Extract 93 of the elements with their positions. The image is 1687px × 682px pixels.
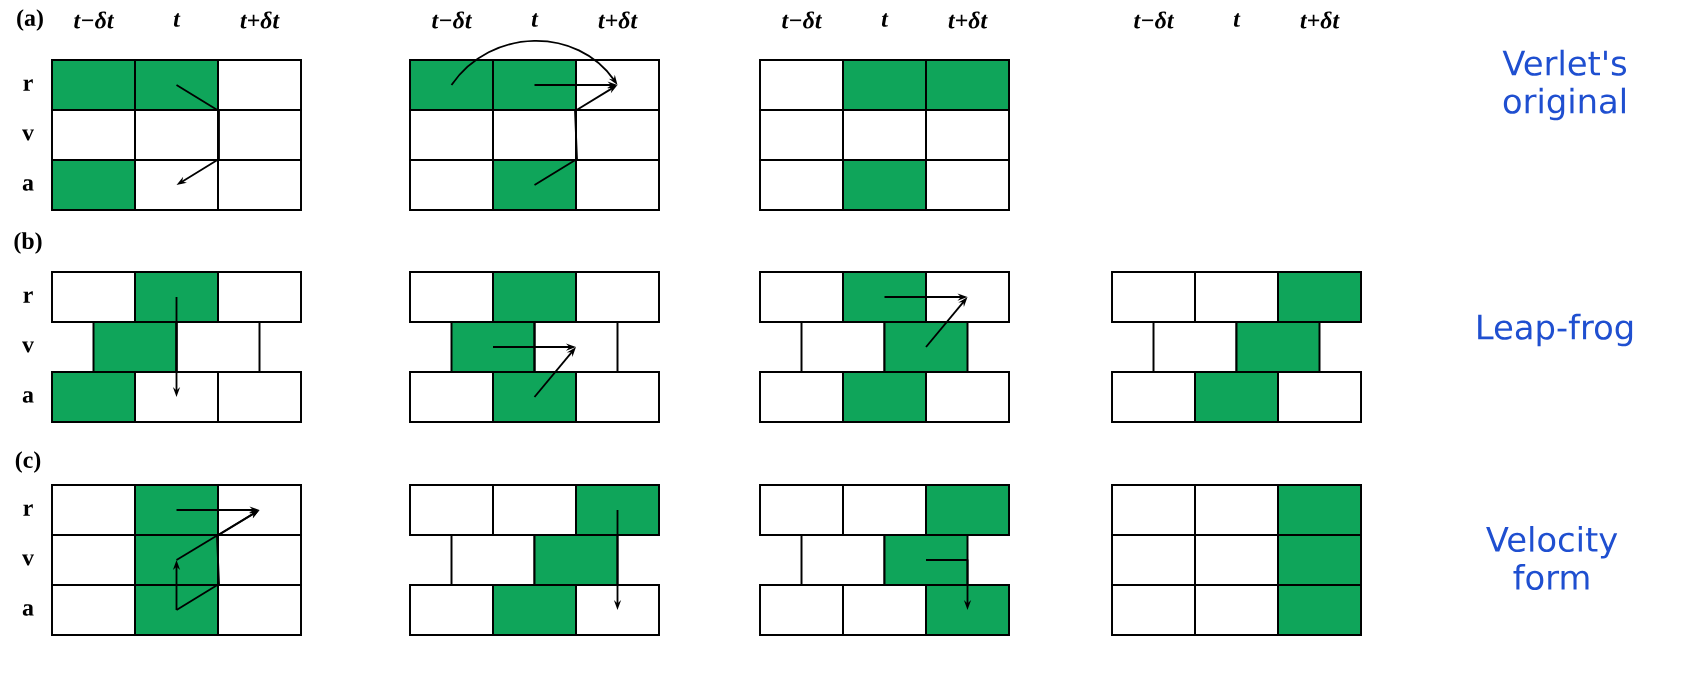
shaded-cell — [51, 371, 136, 423]
grid-cell — [575, 584, 660, 636]
shaded-cell — [492, 159, 577, 211]
shaded-cell — [1194, 371, 1279, 423]
grid-cell — [1111, 534, 1196, 586]
grid-cell — [409, 484, 494, 536]
grid-cell — [217, 59, 302, 111]
shaded-cell — [925, 584, 1010, 636]
grid-cell — [134, 109, 219, 161]
grid-cell — [575, 109, 660, 161]
grid-cell — [925, 371, 1010, 423]
grid-cell — [134, 371, 219, 423]
shaded-cell — [492, 59, 577, 111]
panel-label: (a) — [17, 9, 43, 31]
shaded-cell — [1277, 271, 1362, 323]
grid-cell — [575, 159, 660, 211]
shaded-cell — [842, 59, 927, 111]
shaded-cell — [134, 534, 219, 586]
grid-cell — [533, 321, 619, 373]
shaded-cell — [883, 321, 969, 373]
shaded-cell — [842, 371, 927, 423]
column-header: t — [531, 13, 539, 27]
shaded-cell — [134, 271, 219, 323]
grid-cell — [925, 159, 1010, 211]
shaded-cell — [492, 371, 577, 423]
column-header: t+δt — [1300, 11, 1340, 29]
shaded-cell — [1277, 484, 1362, 536]
shaded-cell — [883, 534, 969, 586]
row-label: a — [22, 391, 34, 403]
column-header: t+δt — [948, 11, 988, 29]
grid-cell — [1111, 584, 1196, 636]
shaded-cell — [409, 59, 494, 111]
row-label: r — [23, 291, 33, 303]
grid-cell — [409, 109, 494, 161]
column-header: t+δt — [240, 11, 280, 29]
grid-cell — [217, 159, 302, 211]
column-header: t−δt — [1134, 11, 1175, 29]
row-label: v — [22, 554, 34, 566]
panel-label: (c) — [15, 451, 41, 473]
grid-cell — [217, 371, 302, 423]
handwritten-note: Leap-frog — [1478, 313, 1633, 347]
grid-cell — [1277, 371, 1362, 423]
grid-cell — [175, 321, 261, 373]
row-label: a — [22, 179, 34, 191]
shaded-cell — [92, 321, 178, 373]
shaded-cell — [575, 484, 660, 536]
panel-label: (b) — [14, 232, 42, 254]
row-label: a — [22, 604, 34, 616]
column-header: t — [173, 13, 181, 27]
shaded-cell — [1277, 584, 1362, 636]
grid-cell — [217, 534, 302, 586]
arrow — [175, 84, 220, 185]
shaded-cell — [925, 484, 1010, 536]
shaded-cell — [1277, 534, 1362, 586]
column-header: t−δt — [432, 11, 473, 29]
grid-cell — [575, 371, 660, 423]
column-header: t−δt — [782, 11, 823, 29]
grid-cell — [575, 271, 660, 323]
row-label: v — [22, 341, 34, 353]
shaded-cell — [450, 321, 536, 373]
grid-cell — [217, 584, 302, 636]
shaded-cell — [51, 159, 136, 211]
column-header: t — [1233, 13, 1241, 27]
grid-cell — [217, 271, 302, 323]
shaded-cell — [533, 534, 619, 586]
shaded-cell — [134, 584, 219, 636]
grid-cell — [759, 109, 844, 161]
shaded-cell — [492, 271, 577, 323]
column-header: t — [881, 13, 889, 27]
grid-cell — [217, 484, 302, 536]
row-label: r — [23, 79, 33, 91]
grid-cell — [1111, 484, 1196, 536]
grid-cell — [759, 584, 844, 636]
grid-cell — [1111, 271, 1196, 323]
handwritten-note: Verlet's original — [1502, 49, 1626, 121]
handwritten-note: Velocity form — [1486, 526, 1618, 591]
shaded-cell — [134, 59, 219, 111]
shaded-cell — [842, 159, 927, 211]
grid-cell — [925, 109, 1010, 161]
column-header: t−δt — [74, 11, 115, 29]
row-label: v — [22, 129, 34, 141]
grid-cell — [134, 159, 219, 211]
shaded-cell — [1235, 321, 1321, 373]
shaded-cell — [134, 484, 219, 536]
shaded-cell — [842, 271, 927, 323]
row-label: r — [23, 504, 33, 516]
column-header: t+δt — [598, 11, 638, 29]
grid-cell — [759, 484, 844, 536]
shaded-cell — [51, 59, 136, 111]
shaded-cell — [492, 584, 577, 636]
shaded-cell — [925, 59, 1010, 111]
grid-cell — [217, 109, 302, 161]
grid-cell — [575, 59, 660, 111]
